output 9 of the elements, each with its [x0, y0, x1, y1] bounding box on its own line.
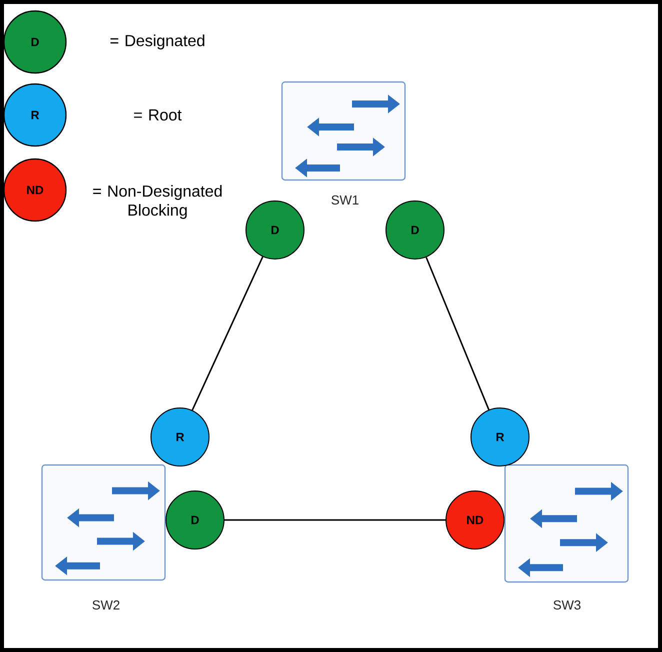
link-line [224, 519, 446, 521]
switch-label: SW2 [92, 600, 120, 610]
legend-text: = Non-Designated Blocking [93, 185, 222, 219]
switch-label: SW1 [332, 195, 358, 205]
legend-text: = Designated [110, 34, 204, 50]
link-line [192, 256, 264, 410]
legend-text: = Root [134, 109, 182, 121]
link-line [426, 256, 490, 410]
switch-label: SW3 [554, 600, 581, 610]
